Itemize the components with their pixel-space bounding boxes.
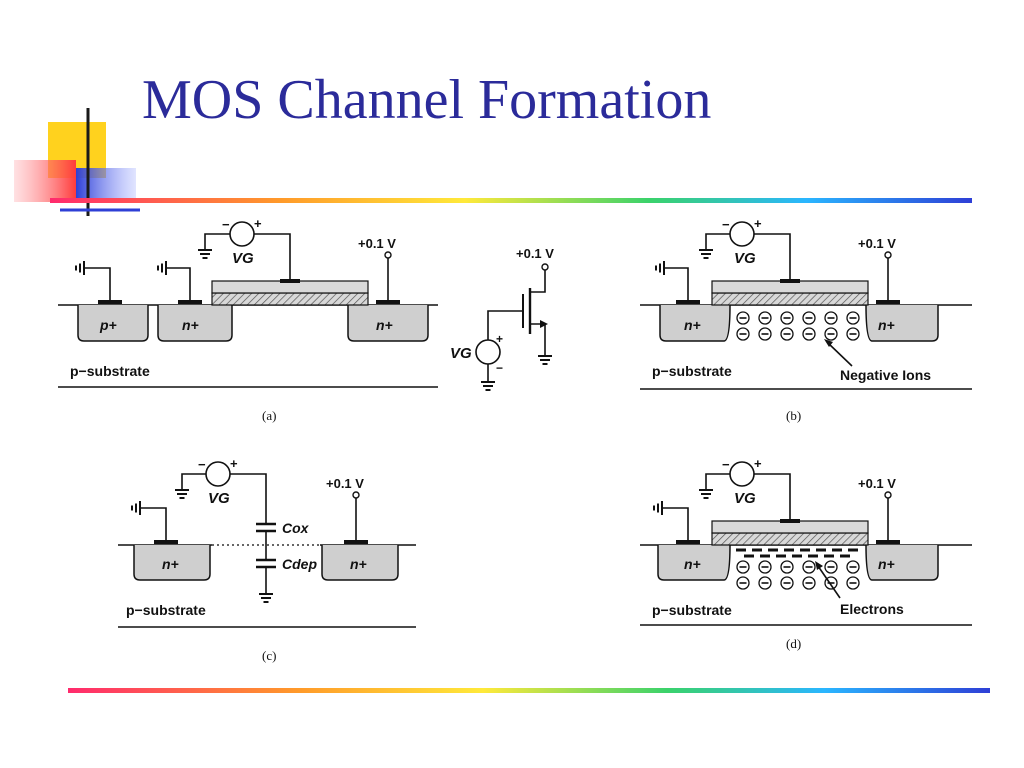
label-electrons: Electrons <box>840 601 904 617</box>
svg-text:−: − <box>198 457 206 472</box>
label-n-plus-b-left: n+ <box>684 317 701 333</box>
electron-layer <box>736 548 858 558</box>
label-v01-d: +0.1 V <box>858 476 896 491</box>
label-vg-d: VG <box>734 490 756 507</box>
label-v01-b: +0.1 V <box>858 236 896 251</box>
label-vg-b: VG <box>734 250 756 267</box>
svg-text:−: − <box>222 217 230 232</box>
panel-c: − + Cox Cdep n+ n+ VG +0.1 V p−substrate… <box>118 456 416 663</box>
nmos-symbol: +0.1 V + − VG <box>450 246 554 391</box>
label-vg: VG <box>232 250 254 267</box>
caption-a: (a) <box>262 408 276 423</box>
label-n-plus-d-left: n+ <box>684 556 701 572</box>
label-n-plus-c-right: n+ <box>350 556 367 572</box>
caption-b: (b) <box>786 408 801 423</box>
svg-text:−: − <box>496 361 503 375</box>
label-cdep: Cdep <box>282 556 317 572</box>
label-p-plus: p+ <box>99 317 117 333</box>
svg-text:−: − <box>722 217 730 232</box>
caption-d: (d) <box>786 636 801 651</box>
panel-a: − + p+ n+ n+ VG +0.1 V p−substrate (a) <box>58 216 438 423</box>
label-negative-ions: Negative Ions <box>840 367 931 383</box>
svg-text:−: − <box>722 457 730 472</box>
label-n-plus-left: n+ <box>182 317 199 333</box>
top-rainbow-rule <box>50 198 972 203</box>
slide-title: MOS Channel Formation <box>142 69 712 131</box>
svg-text:+: + <box>254 216 262 231</box>
label-substrate-c: p−substrate <box>126 602 206 618</box>
label-n-plus-c-left: n+ <box>162 556 179 572</box>
svg-text:+: + <box>230 456 238 471</box>
label-vg-center: VG <box>450 345 472 362</box>
caption-c: (c) <box>262 648 276 663</box>
label-n-plus-right: n+ <box>376 317 393 333</box>
svg-text:+: + <box>754 456 762 471</box>
svg-text:+: + <box>496 332 503 346</box>
label-v01: +0.1 V <box>358 236 396 251</box>
label-cox: Cox <box>282 520 310 536</box>
label-n-plus-d-right: n+ <box>878 556 895 572</box>
panel-d: − + n+ n+ VG +0.1 V p−substrate Electron… <box>640 456 972 651</box>
label-n-plus-b-right: n+ <box>878 317 895 333</box>
negative-ions <box>736 311 860 341</box>
label-substrate-b: p−substrate <box>652 363 732 379</box>
label-v01-center: +0.1 V <box>516 246 554 261</box>
bottom-rainbow-rule <box>68 688 990 693</box>
slide-accent-decoration <box>14 108 140 216</box>
panel-b: − + n+ n+ VG +0.1 V p−substrate Negative… <box>640 216 972 423</box>
label-substrate: p−substrate <box>70 363 150 379</box>
label-vg-c: VG <box>208 490 230 507</box>
negative-ions-d <box>736 560 860 590</box>
svg-text:+: + <box>754 216 762 231</box>
label-substrate-d: p−substrate <box>652 602 732 618</box>
label-v01-c: +0.1 V <box>326 476 364 491</box>
